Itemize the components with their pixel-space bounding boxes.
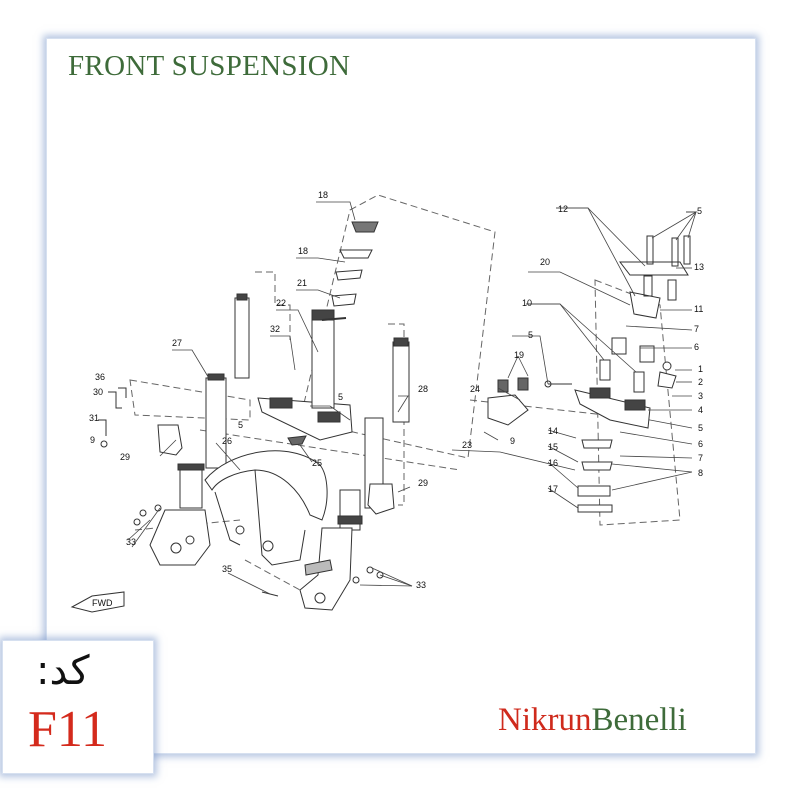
callout-18: 18 [298, 246, 308, 256]
callout-5: 5 [528, 330, 533, 340]
callout-29: 29 [120, 452, 130, 462]
callout-10: 10 [522, 298, 532, 308]
callout-35: 35 [222, 564, 232, 574]
callout-27: 27 [172, 338, 182, 348]
callout-6: 6 [698, 439, 703, 449]
page-title: FRONT SUSPENSION [68, 50, 351, 82]
brand-part1: Nikrun [498, 702, 592, 738]
callout-22: 22 [276, 298, 286, 308]
callout-2: 2 [698, 377, 703, 387]
brand-logo: NikrunBenelli [498, 702, 687, 739]
callout-30: 30 [93, 387, 103, 397]
callout-33: 33 [126, 537, 136, 547]
callout-5: 5 [697, 206, 702, 216]
callout-9: 9 [90, 435, 95, 445]
part-callout-labels: 18 18 21 22 32 27 5 28 36 30 31 9 29 5 2… [89, 190, 704, 608]
callout-33: 33 [416, 580, 426, 590]
fwd-label: FWD [92, 598, 113, 608]
left-fork-tube [149, 293, 250, 566]
callout-15: 15 [548, 442, 558, 452]
callout-5: 5 [338, 392, 343, 402]
callout-29: 29 [418, 478, 428, 488]
callout-20: 20 [540, 257, 550, 267]
callout-3: 3 [698, 391, 703, 401]
callout-21: 21 [297, 278, 307, 288]
callout-6: 6 [694, 342, 699, 352]
callout-13: 13 [694, 262, 704, 272]
code-label: کد: [36, 648, 90, 694]
callout-19: 19 [514, 350, 524, 360]
callout-7: 7 [698, 453, 703, 463]
callout-5: 5 [698, 423, 703, 433]
callout-7: 7 [694, 324, 699, 334]
callout-8: 8 [698, 468, 703, 478]
callout-5: 5 [238, 420, 243, 430]
callout-18: 18 [318, 190, 328, 200]
callout-4: 4 [698, 405, 703, 415]
callout-23: 23 [462, 440, 472, 450]
brand-part2: Benelli [591, 702, 687, 738]
stem-bearings [321, 221, 379, 321]
code-value: F11 [28, 701, 107, 758]
callout-11: 11 [694, 304, 703, 314]
mudguard [204, 450, 328, 566]
callout-32: 32 [270, 324, 280, 334]
callout-1: 1 [698, 364, 703, 374]
callout-28: 28 [418, 384, 428, 394]
code-box [2, 640, 154, 774]
callout-26: 26 [222, 436, 232, 446]
upper-triple-clamp [487, 235, 691, 513]
callout-24: 24 [470, 384, 480, 394]
callout-12: 12 [558, 204, 568, 214]
callout-14: 14 [548, 426, 558, 436]
callout-9: 9 [510, 436, 515, 446]
lower-triple-clamp [257, 309, 353, 446]
fwd-arrow [70, 591, 125, 613]
callout-17: 17 [548, 484, 558, 494]
callout-36: 36 [95, 372, 105, 382]
callout-25: 25 [312, 458, 322, 468]
callout-16: 16 [548, 458, 558, 468]
callout-31: 31 [89, 413, 99, 423]
fork-gaiters [157, 424, 395, 515]
